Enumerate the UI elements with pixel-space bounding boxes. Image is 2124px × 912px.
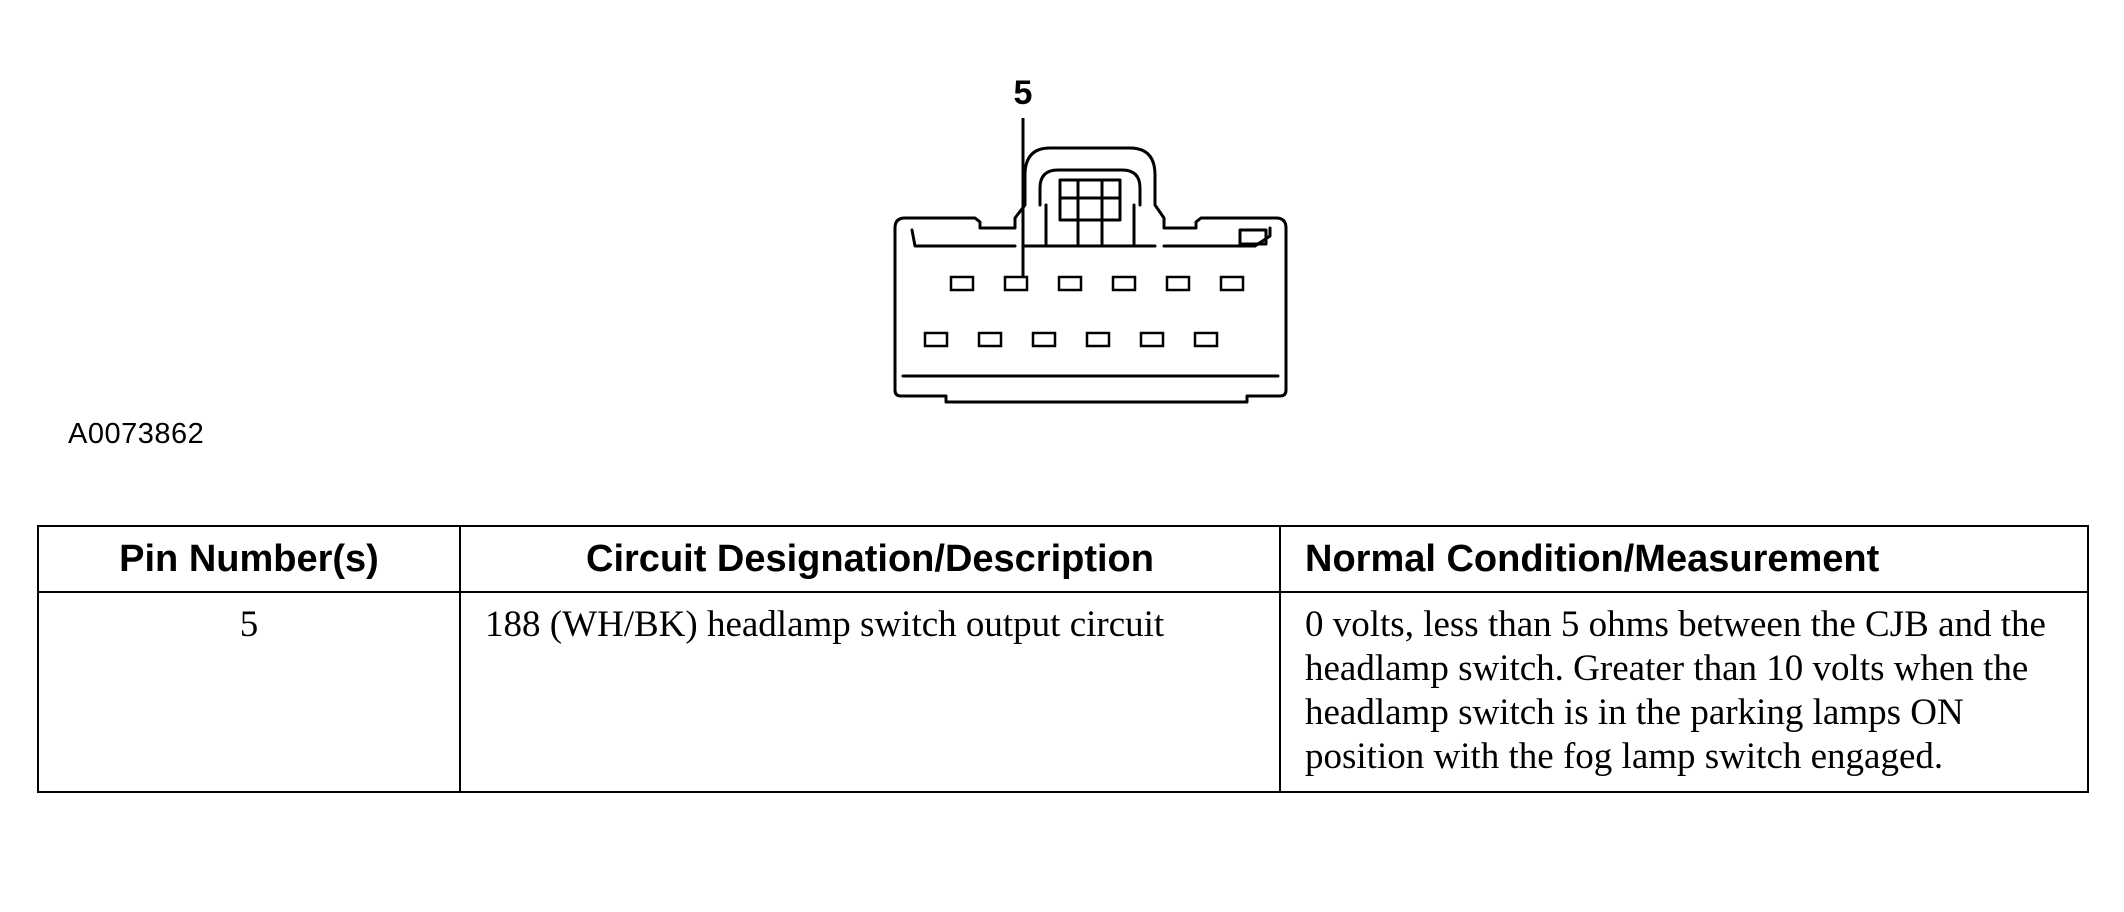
pin-cavity: [977, 331, 1003, 348]
pin-cavity: [1139, 331, 1165, 348]
pin-cavity: [1003, 275, 1029, 292]
pin-cavity: [1193, 331, 1219, 348]
pin-cavity: [923, 331, 949, 348]
pin-cavities: [923, 275, 1245, 348]
callout-label: 5: [1014, 74, 1033, 112]
latch-window: [1058, 178, 1122, 222]
pin-cavity: [1111, 275, 1137, 292]
table-header-row: Pin Number(s) Circuit Designation/Descri…: [37, 525, 2089, 593]
locking-latch: [1038, 168, 1142, 207]
pin-cavity: [1085, 331, 1111, 348]
pin-cavity: [1057, 275, 1083, 292]
pin-cavity: [949, 275, 975, 292]
pin-table: Pin Number(s) Circuit Designation/Descri…: [37, 525, 2089, 793]
cell-pin-number: 5: [37, 591, 461, 793]
cell-circuit-description: 188 (WH/BK) headlamp switch output circu…: [459, 591, 1281, 793]
header-normal-condition: Normal Condition/Measurement: [1279, 525, 2089, 593]
corner-key: [1238, 228, 1268, 246]
header-pin-numbers: Pin Number(s): [37, 525, 461, 593]
housing-top-ledge-left: [910, 228, 1017, 248]
table-row: 5 188 (WH/BK) headlamp switch output cir…: [37, 591, 2089, 793]
figure-id: A0073862: [68, 418, 205, 450]
housing-top-ledge: [1162, 226, 1272, 248]
header-circuit-designation: Circuit Designation/Description: [459, 525, 1281, 593]
pin-cavity: [1165, 275, 1191, 292]
cell-normal-condition: 0 volts, less than 5 ohms between the CJ…: [1279, 591, 2089, 793]
connector-face-diagram: 5: [893, 74, 1288, 404]
pin-cavity: [1219, 275, 1245, 292]
connector-housing: [893, 146, 1288, 404]
pin-cavity: [1031, 331, 1057, 348]
